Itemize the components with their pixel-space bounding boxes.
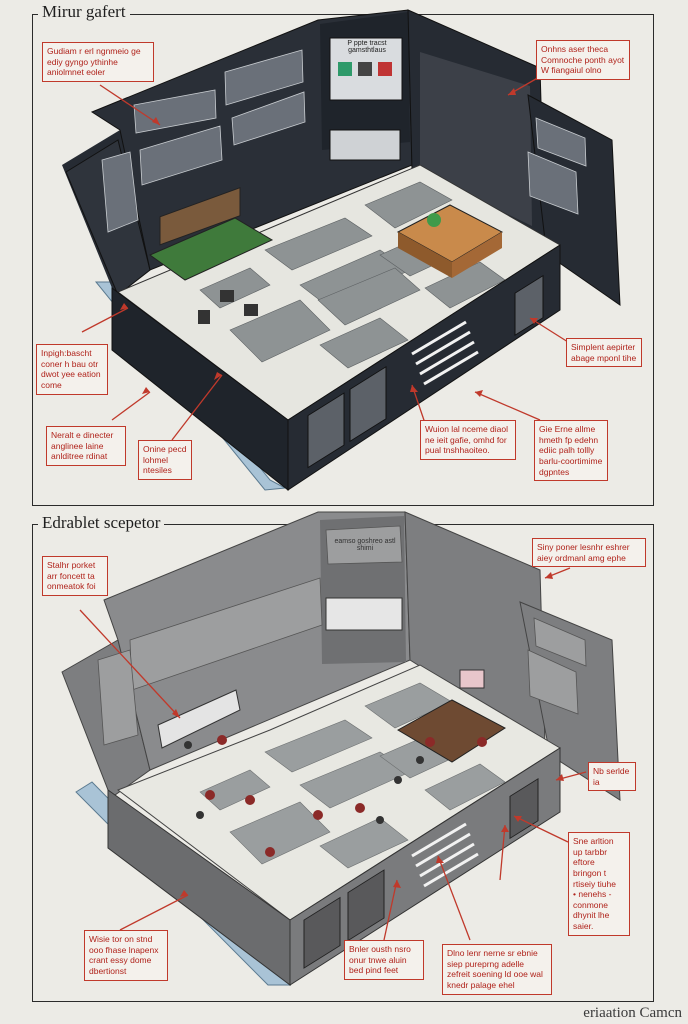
top-callout-7: Wuion lal nceme diaol ne ieit gafie, omh… — [420, 420, 516, 460]
bottom-callout-5: Wisie tor on stnd ooo fhase lnapenx cran… — [84, 930, 168, 981]
top-callout-2: Onhns aser theca Comnoche ponth ayot W f… — [536, 40, 630, 80]
watermark: eriaation Camcn — [583, 1005, 682, 1021]
top-panel-title: Mirur gafert — [38, 2, 130, 22]
bottom-panel-title: Edrablet scepetor — [38, 513, 165, 533]
top-panel-frame — [32, 14, 654, 506]
bottom-callout-3: Nb serlde ia — [588, 762, 636, 792]
bottom-callout-2: Siny poner lesnhr eshrer aiey ordmanl am… — [532, 538, 646, 568]
bottom-callout-7: Dlno lenr nerne sr ebnie siep pureprng a… — [442, 944, 552, 995]
top-callout-3: Inpigh:bascht coner h bau otr dwot yee e… — [36, 344, 108, 395]
top-center-sign: P ppte tracst gamsthtlaus — [347, 40, 387, 54]
bottom-center-sign: eamso goshreo astl shimi — [334, 538, 396, 552]
top-callout-5: Neralt e dinecter anglinee laine anlditr… — [46, 426, 126, 466]
bottom-callout-4: Sne arltion up tarbbr eftore bringon t r… — [568, 832, 630, 936]
top-callout-8: Gie Erne allme hmeth fp edehn ediic palh… — [534, 420, 608, 482]
top-callout-1: Gudiam r erl ngnmeio ge ediy gyngo ythin… — [42, 42, 154, 82]
bottom-callout-1: Stalhr porket arr foncett ta onmeatok fo… — [42, 556, 108, 596]
bottom-callout-6: Bnler ousth nsro onur tnwe aluin bed pin… — [344, 940, 424, 980]
top-callout-4: Simplent aepirter abage mponl tihe — [566, 338, 642, 368]
top-callout-6: Onine pecd lohmel ntesiles — [138, 440, 192, 480]
